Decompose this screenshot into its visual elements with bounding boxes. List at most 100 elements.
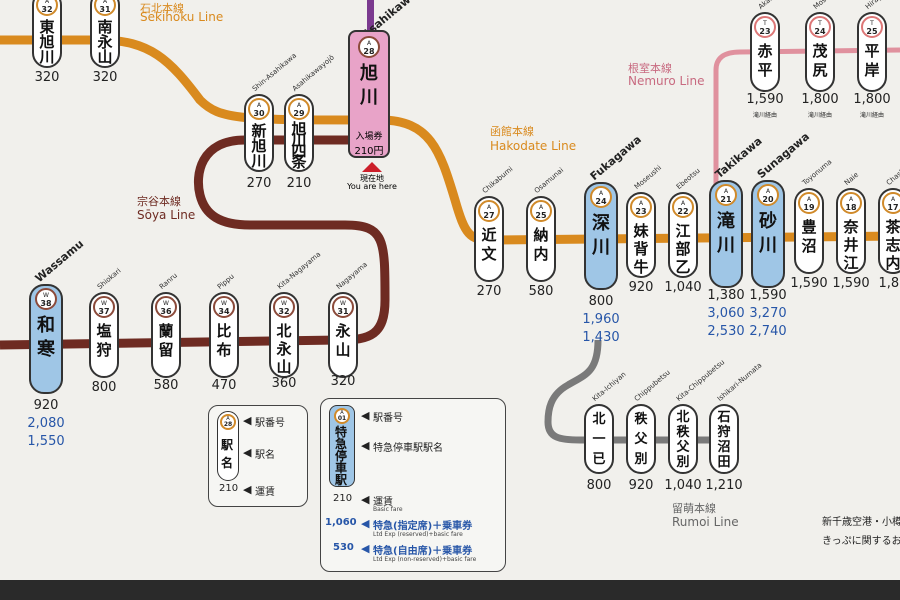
- hakodate-line-track: [0, 35, 900, 245]
- station-fare: 1,800: [801, 92, 839, 107]
- station-name: 江部乙: [675, 222, 691, 276]
- fare-map-board: 石北本線 Sekihoku Line 宗谷本線 Sōya Line 函館本線 H…: [0, 0, 900, 580]
- station-name: 蘭留: [158, 322, 174, 359]
- station-fare: 270: [246, 176, 272, 191]
- station-name: 永山: [335, 322, 351, 359]
- legend-fare-val: 210: [219, 483, 239, 494]
- legend2-basic: Basic fare: [373, 506, 403, 513]
- station-name: 近文: [481, 226, 497, 263]
- station-kitaichiyan[interactable]: 北一已: [584, 404, 614, 474]
- here-en: You are here: [347, 182, 397, 191]
- station-name: 平岸: [864, 42, 880, 79]
- soya-line-track: [0, 135, 390, 350]
- arrow-icon: ◀: [361, 409, 370, 422]
- station-fare: 1,80: [878, 276, 900, 291]
- station-name: 北永山: [276, 322, 292, 376]
- station-fare: 920: [33, 398, 59, 413]
- legend2-ltd-name: 特急停車駅駅名: [373, 443, 443, 454]
- arrow-icon: ◀: [361, 493, 370, 506]
- station-name: 比布: [216, 322, 232, 359]
- hakodate-line-jp: 函館本線: [490, 125, 534, 138]
- station-name: 納内: [533, 226, 549, 263]
- station-fare: 270: [476, 284, 502, 299]
- rumoi-line-jp: 留萌本線: [672, 502, 716, 515]
- soya-line-en: Sōya Line: [137, 208, 196, 222]
- station-fare-limited-express: 2,530: [707, 324, 745, 339]
- legend2-res-en: Ltd Exp (reserved)+basic fare: [373, 531, 463, 538]
- station-fare: 1,800: [853, 92, 891, 107]
- legend2-res: 特急(指定席)＋乗車券: [373, 521, 473, 532]
- current-station-marker-line: [367, 0, 374, 30]
- station-kitachippubetsu[interactable]: 北秩父別: [668, 404, 698, 474]
- station-fare: 800: [91, 380, 117, 395]
- rumoi-line-en: Rumoi Line: [672, 515, 739, 529]
- ticket-fare: 210円: [354, 146, 384, 157]
- footer-line2: きっぷに関するお: [822, 536, 900, 547]
- station-fare: 320: [92, 70, 118, 85]
- station-chippubetsu[interactable]: 秩父別: [626, 404, 656, 474]
- ticket-label: 入場券: [355, 132, 383, 142]
- legend2-non: 特急(自由席)＋乗車券: [373, 546, 473, 557]
- sekihoku-line-jp: 石北本線: [140, 2, 184, 15]
- you-are-here-arrow: [362, 162, 382, 172]
- station-fare: 320: [330, 374, 356, 389]
- here-jp: 現在地: [360, 174, 384, 183]
- legend-station-no: 駅番号: [255, 418, 285, 429]
- station-fare-limited-express: 2,740: [749, 324, 787, 339]
- legend2-res-val: 1,060: [325, 517, 357, 528]
- station-fare: 920: [628, 478, 654, 493]
- station-fare: 580: [153, 378, 179, 393]
- station-name: 豊沼: [801, 218, 817, 255]
- legend2-non-val: 530: [333, 542, 354, 553]
- station-fare: 470: [211, 378, 237, 393]
- station-name: 秩父別: [634, 412, 648, 467]
- legend2-station-no: 駅番号: [373, 413, 403, 424]
- station-name: 妹背牛: [633, 222, 649, 276]
- station-fare: 920: [628, 280, 654, 295]
- station-fare: 1,040: [664, 478, 702, 493]
- station-name: 旭川: [360, 63, 378, 108]
- station-name: 北秩父別: [676, 410, 690, 470]
- station-fare-limited-express: 3,060: [707, 306, 745, 321]
- station-name: 奈井江: [843, 218, 859, 272]
- station-note: 滝川経由: [859, 112, 884, 119]
- station-ishikarinumata[interactable]: 石狩沼田: [709, 404, 739, 474]
